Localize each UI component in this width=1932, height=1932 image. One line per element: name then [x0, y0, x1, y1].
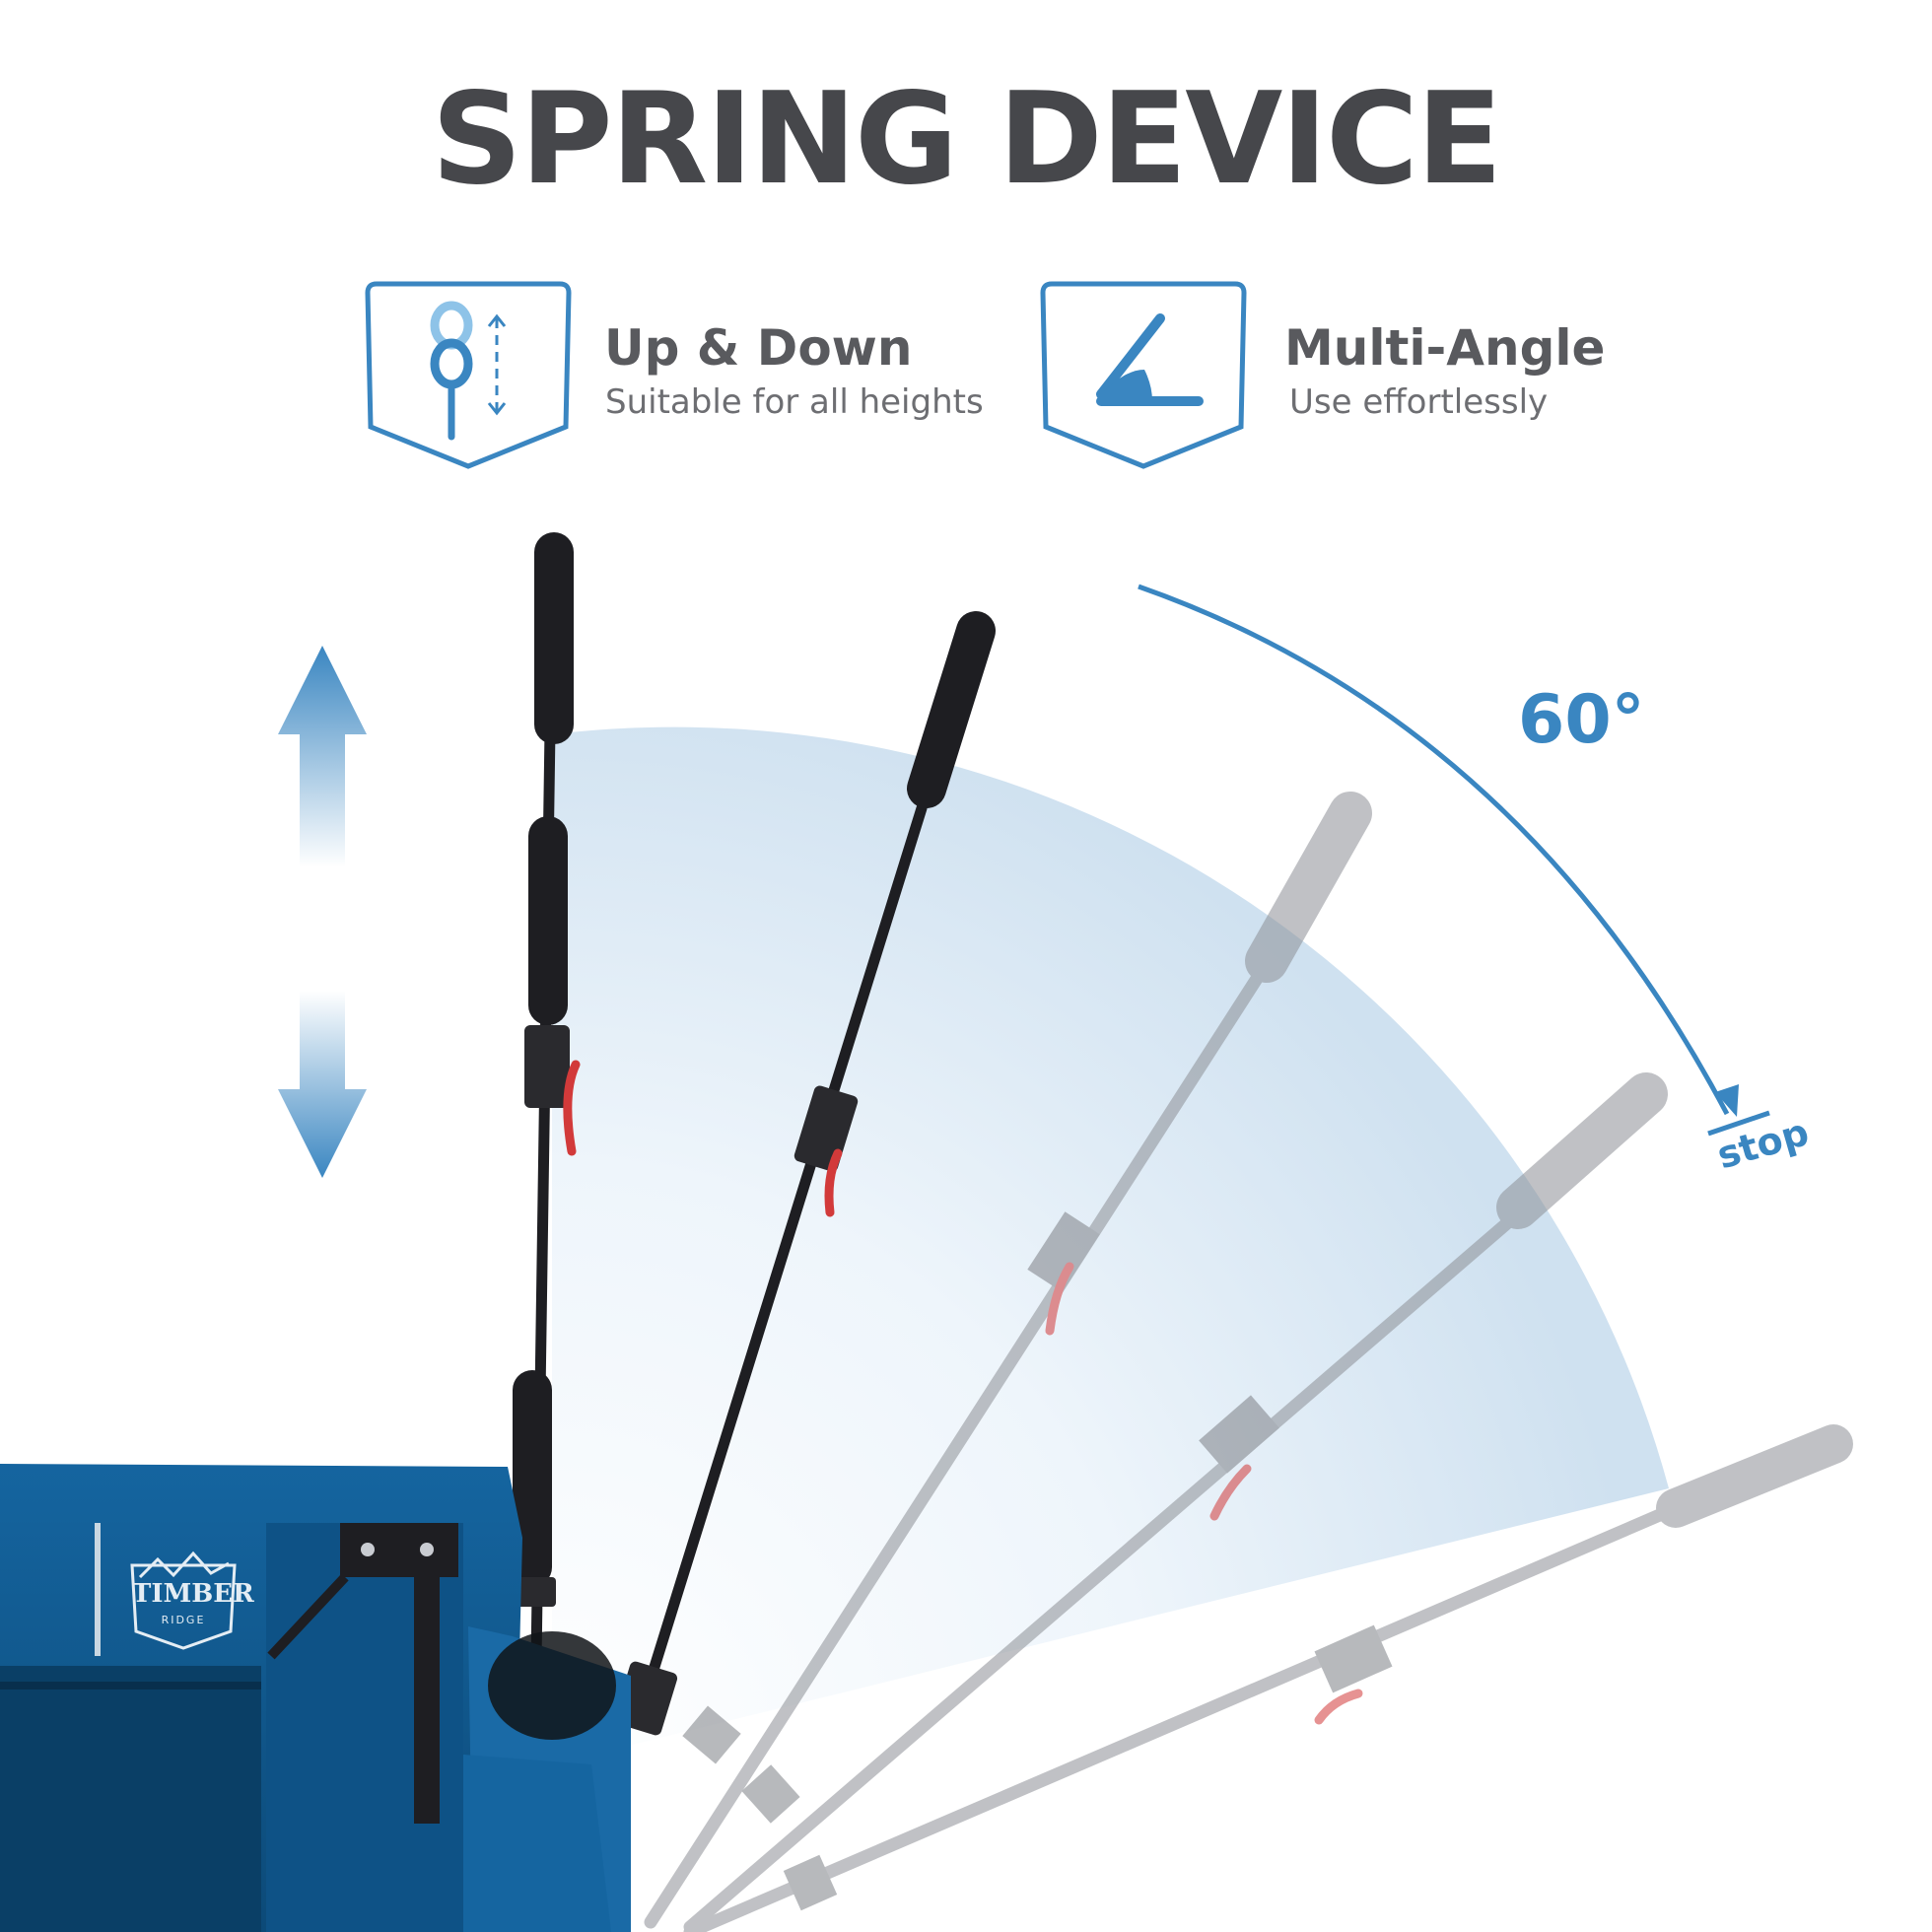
angle-icon: [1040, 281, 1247, 469]
brand-logo-subtext: RIDGE: [161, 1614, 206, 1626]
multi-angle-badge: [1038, 279, 1249, 470]
angle-sweep-area: [552, 726, 1669, 1764]
brand-logo-text: TIMBER: [132, 1579, 254, 1609]
feature-title-up-down: Up & Down: [604, 319, 913, 377]
handle-ghost-positions: [644, 792, 1853, 1932]
up-down-badge: [363, 279, 574, 470]
adjustable-height-icon: [365, 281, 572, 469]
page-title: SPRING DEVICE: [431, 66, 1503, 213]
handle-vertical: [513, 532, 581, 1800]
feature-title-multi-angle: Multi-Angle: [1284, 319, 1606, 377]
angle-label: 60°: [1518, 681, 1645, 759]
feature-subtitle-up-down: Suitable for all heights: [605, 382, 984, 422]
wagon-body: [0, 1464, 631, 1932]
up-down-arrow-icon: [278, 646, 367, 1178]
rotation-arrow: [1138, 584, 1770, 1137]
feature-subtitle-multi-angle: Use effortlessly: [1289, 382, 1549, 422]
